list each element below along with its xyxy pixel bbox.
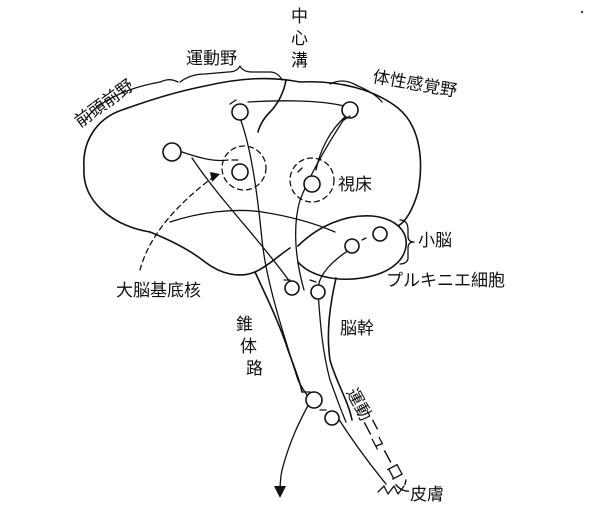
dashed-arrowhead [210,172,220,182]
thalamus-neuron [303,175,321,193]
label-purkinje: プルキニエ細胞 [386,271,505,291]
somatosensory-bracket [329,80,383,103]
lateral-fissure [169,209,336,233]
basal-ganglia-neuron [231,163,249,181]
corner-dot [580,10,584,14]
spinal-neuron-1 [305,391,323,409]
thalamus-dashed-region [289,157,335,203]
purkinje-neuron-1 [344,238,360,254]
basal-ganglia-dashed-region [221,145,267,191]
brainstem-right-edge [327,277,353,421]
temporal-lobe-outline [149,231,291,276]
basal-ganglia-dashed-arrow [139,177,213,271]
central-sulcus-line [257,79,287,133]
skin-afferent-path [337,417,387,485]
cerebellum-bracket [399,219,415,265]
label-central-sulcus-char1: 中 [291,7,308,27]
synapse-marks [229,99,367,411]
prefrontal-neuron [162,142,182,162]
cerebellum-outline [297,215,407,281]
basal-ganglia-loop-path [191,157,291,283]
skin-zigzag [377,485,405,495]
label-skin: 皮膚 [410,485,444,505]
motor-cortex-neuron [231,103,249,121]
brainstem-neuron-1 [284,280,300,296]
prefrontal-to-basal-ganglia-path [181,151,229,162]
cerebrum-outline [83,77,422,233]
brainstem-neuron-2 [310,284,326,300]
label-cerebellum: 小脳 [418,231,452,251]
brainstem-to-motor-neuron-path [317,291,347,423]
label-prefrontal: 前頭前野 [71,76,138,132]
thalamus-to-cortex-path [315,115,347,171]
label-pyramidal-char3: 路 [246,359,263,379]
cortical-connection-path [247,100,345,107]
label-central-sulcus-char3: 溝 [291,51,308,71]
label-motor-cortex: 運動野 [186,49,237,69]
efferent-output-path [279,401,311,493]
efferent-arrowhead [274,486,286,498]
prefrontal-bracket [83,79,179,123]
label-somatosensory: 体性感覚野 [371,67,458,101]
label-pyramidal-char2: 体 [240,337,257,357]
motor-cortex-bracket [179,65,283,83]
label-brainstem: 脳幹 [340,318,374,339]
pyramidal-tract-path [239,117,315,401]
label-motor-neuron: 運動ニューロン [342,385,416,499]
spinal-neuron-2 [324,410,340,426]
label-pyramidal-char1: 錐 [236,315,253,335]
label-basal-ganglia: 大脳基底核 [116,281,201,301]
label-central-sulcus-char2: 心 [291,29,308,49]
sensory-cortex-neuron [341,101,359,119]
sensory-descending-path [294,109,351,291]
label-thalamus: 視床 [338,175,372,195]
purkinje-neuron-2 [372,226,388,242]
